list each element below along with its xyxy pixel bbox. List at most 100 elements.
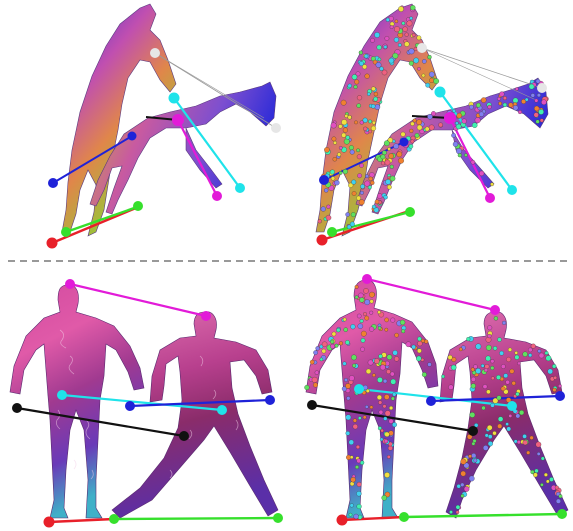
sample-point [350, 482, 354, 486]
sample-point [377, 377, 382, 382]
sample-point [468, 455, 471, 458]
sample-point [398, 6, 403, 11]
sample-point [349, 375, 354, 380]
sample-point [497, 396, 502, 401]
sample-point [316, 346, 320, 350]
sample-point [377, 194, 382, 199]
sample-point [321, 207, 326, 212]
sample-point [378, 327, 381, 330]
sample-point [389, 406, 393, 410]
sample-point [540, 483, 543, 486]
sample-point [409, 129, 413, 133]
sample-point [476, 368, 481, 373]
sample-point [538, 109, 543, 114]
keypoint-cyan [217, 405, 227, 415]
human-figure-2 [112, 312, 278, 518]
sample-point [384, 195, 388, 199]
sample-point [469, 476, 474, 481]
keypoint-cyan [354, 384, 364, 394]
sample-point [429, 78, 434, 83]
sample-point [387, 455, 390, 458]
sample-point [368, 120, 371, 123]
sample-point [540, 119, 544, 123]
keypoint-white [271, 123, 281, 133]
sample-point [355, 285, 359, 289]
sample-point [376, 62, 381, 67]
sample-point [358, 417, 361, 420]
sample-point [351, 355, 356, 360]
sample-point [380, 67, 384, 71]
sample-point [425, 127, 429, 131]
keypoint-blue [128, 132, 137, 141]
sample-point [466, 337, 470, 341]
sample-point [351, 212, 356, 217]
sample-point [424, 340, 428, 344]
sample-point [385, 432, 390, 437]
sample-point [372, 374, 375, 377]
sample-point [332, 332, 336, 336]
sample-point [523, 352, 528, 357]
line-red [49, 519, 114, 522]
sample-point [358, 293, 363, 298]
sample-point [453, 142, 458, 147]
line-green [114, 518, 278, 519]
sample-point [385, 328, 388, 331]
sample-point [386, 18, 390, 22]
sample-point [385, 411, 391, 417]
sample-point [364, 54, 368, 58]
sample-point [363, 312, 367, 316]
sample-point [392, 422, 397, 427]
sample-point [434, 78, 439, 83]
sample-point [481, 364, 484, 367]
sample-point [506, 423, 509, 426]
sample-point [330, 170, 335, 175]
sample-point [363, 127, 367, 131]
sample-point [486, 345, 491, 350]
sample-point [384, 141, 389, 146]
sample-point [345, 340, 349, 344]
sample-point [357, 95, 362, 100]
sample-point [523, 440, 528, 445]
sample-point [438, 123, 442, 127]
keypoint-cyan [169, 93, 180, 104]
sample-point [374, 358, 379, 363]
sample-point [349, 145, 354, 150]
sample-point [529, 84, 534, 89]
sample-point [357, 314, 361, 318]
sample-point [471, 160, 475, 164]
keypoint-green [327, 227, 337, 237]
sample-point [393, 350, 398, 355]
sample-point [491, 359, 495, 363]
sample-point [456, 148, 462, 154]
sample-point [515, 87, 518, 90]
keypoint-magenta [212, 191, 222, 201]
sample-point [486, 390, 490, 394]
sample-point [370, 300, 374, 304]
sample-point [541, 457, 545, 461]
human-figure-1 [306, 280, 438, 518]
sample-point [322, 349, 326, 353]
sample-point [405, 33, 409, 37]
sample-point [378, 58, 381, 61]
sample-point [360, 347, 364, 351]
sample-point [384, 394, 389, 399]
sample-point [404, 42, 409, 47]
sample-point [497, 424, 502, 429]
sample-point [413, 58, 418, 63]
sample-point [402, 22, 405, 25]
sample-point [331, 123, 337, 129]
sample-point [345, 114, 348, 117]
sample-point [313, 350, 317, 354]
sample-point [422, 372, 427, 377]
sample-point [497, 338, 501, 342]
sample-point [379, 354, 383, 358]
sample-point [504, 374, 508, 378]
sample-point [351, 180, 356, 185]
sample-point [539, 353, 544, 358]
sample-point [554, 376, 557, 379]
sample-point [339, 146, 342, 149]
keypoint-green [399, 512, 409, 522]
keypoint-white [150, 48, 160, 58]
sample-point [499, 351, 503, 355]
sample-point [365, 405, 368, 408]
